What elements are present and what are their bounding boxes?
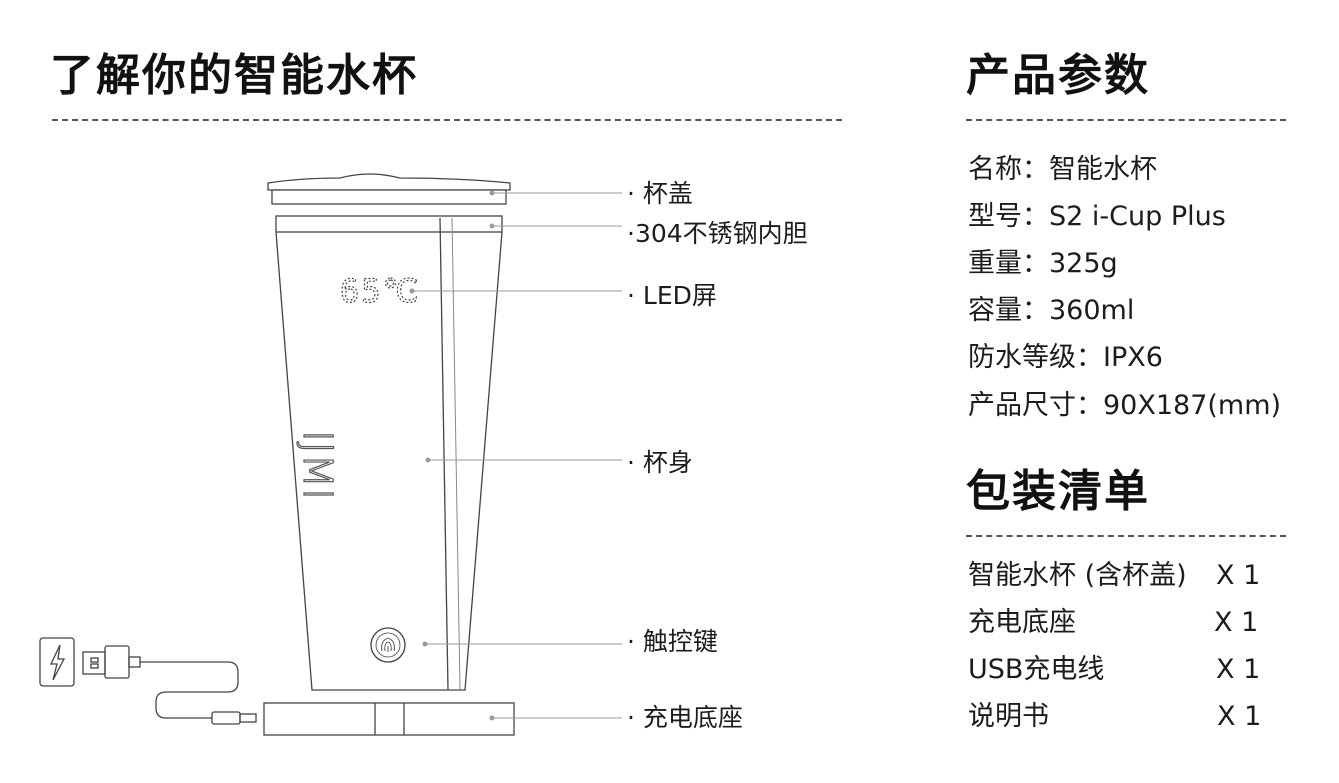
spec-weight: 重量：325g — [968, 248, 1118, 279]
params-title: 产品参数 — [966, 50, 1150, 101]
cup-body — [275, 217, 503, 691]
spec-name: 名称：智能水杯 — [968, 154, 1157, 185]
cup-diagram: 65℃ IJMI — [39, 173, 622, 736]
spec-capacity: 容量：360ml — [968, 295, 1135, 326]
page-title: 了解你的智能水杯 — [50, 50, 418, 101]
usb-cable — [39, 637, 257, 725]
title-divider — [52, 119, 842, 121]
led-screen: 65℃ — [339, 271, 420, 310]
spec-dimensions: 产品尺寸：90X187(mm) — [968, 390, 1282, 421]
cup-lid — [267, 173, 511, 205]
callout-base: · 充电底座 — [627, 703, 743, 732]
callout-liner: ·304不锈钢内胆 — [627, 219, 808, 248]
leader-lines — [409, 190, 622, 721]
package-item-base: 充电底座 — [968, 607, 1076, 638]
callout-body: · 杯身 — [627, 448, 693, 477]
params-divider — [966, 119, 1286, 121]
charging-base — [263, 702, 515, 736]
package-qty-manual: X 1 — [1217, 701, 1262, 732]
charge-icon — [39, 637, 75, 687]
package-item-cup: 智能水杯 (含杯盖) — [968, 560, 1187, 591]
package-item-manual: 说明书 — [968, 701, 1049, 732]
package-title: 包装清单 — [966, 466, 1150, 517]
spec-waterproof: 防水等级：IPX6 — [968, 342, 1163, 373]
spec-model: 型号：S2 i-Cup Plus — [968, 201, 1226, 232]
package-qty-cup: X 1 — [1216, 560, 1261, 591]
led-reading: 65℃ — [340, 272, 420, 310]
package-divider — [966, 535, 1286, 537]
callout-lid: · 杯盖 — [627, 179, 693, 208]
lightning-icon — [49, 644, 66, 681]
package-qty-base: X 1 — [1214, 607, 1259, 638]
package-qty-cable: X 1 — [1216, 654, 1261, 685]
callout-touch-key: · 触控键 — [627, 627, 718, 656]
fingerprint-icon — [381, 637, 395, 652]
brand-mark: IJMI — [294, 430, 340, 500]
package-item-cable: USB充电线 — [968, 654, 1105, 685]
callout-led: · LED屏 — [627, 281, 717, 310]
touch-key — [370, 627, 406, 663]
cup-liner — [275, 215, 503, 233]
